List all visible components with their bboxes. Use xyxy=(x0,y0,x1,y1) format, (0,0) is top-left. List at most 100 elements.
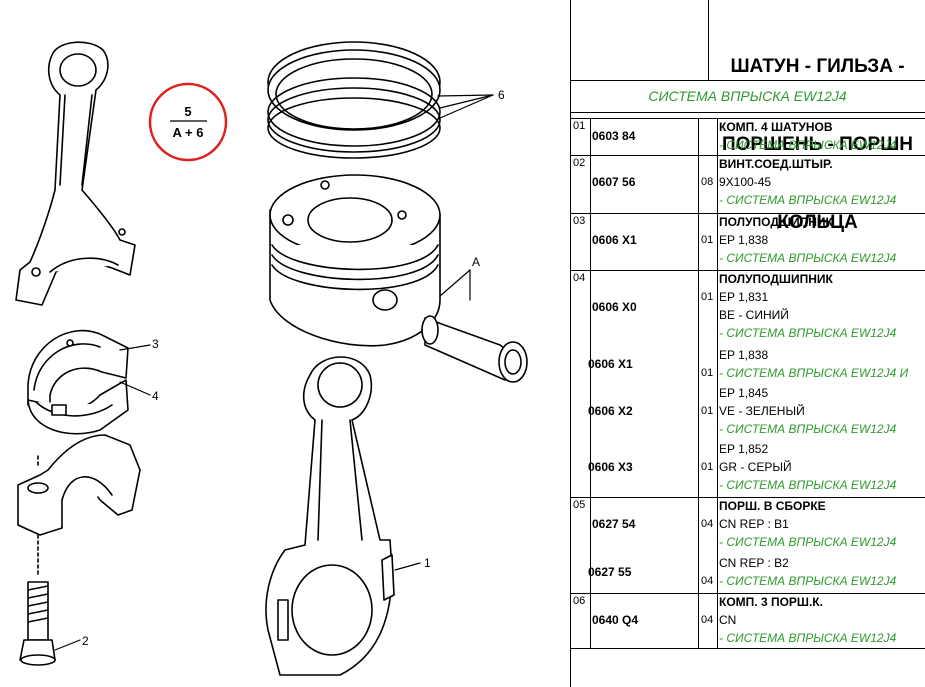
callout-6: 6 xyxy=(498,88,505,102)
leader-lines xyxy=(54,94,494,651)
title-line-3: КОЛЬЦА xyxy=(777,212,858,233)
row-index: 06 xyxy=(573,595,586,607)
callout-3: 3 xyxy=(152,337,159,351)
system-applicability: - СИСТЕМА ВПРЫСКА EW12J4 xyxy=(719,138,897,152)
part-spec: GR - СЕРЫЙ xyxy=(719,460,792,474)
part-spec: BE - СИНИЙ xyxy=(719,308,789,322)
quantity: 01 xyxy=(701,404,714,417)
piston-pin-drawing xyxy=(421,315,528,383)
row-separator-1 xyxy=(570,155,925,156)
connecting-rod-small-drawing xyxy=(15,41,136,306)
part-name: ПОЛУПОДШИПНИК xyxy=(719,272,833,286)
piston-rings-drawing xyxy=(267,41,441,159)
system-header: СИСТЕМА ВПРЫСКА EW12J4 xyxy=(648,88,847,104)
part-number[interactable]: 0606 X1 xyxy=(592,233,637,248)
title-line-2: ПОРШЕНЬ - ПОРШН xyxy=(721,134,914,155)
part-spec: EP 1,852 xyxy=(719,442,769,456)
piston-drawing xyxy=(269,174,441,347)
connecting-rod-large-drawing xyxy=(265,356,395,676)
system-applicability: - СИСТЕМА ВПРЫСКА EW12J4 xyxy=(719,326,897,340)
table-top-line xyxy=(570,118,925,119)
ratio-top: 5 xyxy=(184,104,191,119)
system-applicability: - СИСТЕМА ВПРЫСКА EW12J4 xyxy=(719,574,897,588)
part-name: ПОЛУПОДШИПНИК xyxy=(719,215,833,229)
bearing-shells-drawing xyxy=(27,329,129,435)
callout-2: 2 xyxy=(82,634,89,648)
system-applicability: - СИСТЕМА ВПРЫСКА EW12J4 xyxy=(719,422,897,436)
part-spec: CN REP : B2 xyxy=(719,556,789,570)
title-divider xyxy=(708,0,709,80)
part-spec: CN xyxy=(719,613,737,627)
part-number[interactable]: 0603 84 xyxy=(592,128,636,143)
part-description: EP 1,845 VE - ЗЕЛЕНЫЙ - СИСТЕМА ВПРЫСКА EW… xyxy=(719,384,896,438)
col-divider-3 xyxy=(717,118,718,648)
part-name: КОМП. 3 ПОРШ.К. xyxy=(719,595,823,609)
col-divider-1 xyxy=(590,118,591,648)
row-separator-5 xyxy=(570,593,925,594)
rod-cap-drawing xyxy=(17,434,141,576)
callout-1: 1 xyxy=(424,556,431,570)
part-description: ПОЛУПОДШИПНИК EP 1,831 BE - СИНИЙ - СИСТЕМА… xyxy=(719,270,896,342)
part-spec: EP 1,838 xyxy=(719,348,769,362)
system-applicability: - СИСТЕМА ВПРЫСКА EW12J4 xyxy=(719,631,897,645)
part-description: ПОРШ. В СБОРКЕ CN REP : B1 - СИСТЕМА ВПРЫС… xyxy=(719,497,896,551)
quantity: 01 xyxy=(701,460,714,473)
system-applicability: - СИСТЕМА ВПРЫСКА EW12J4 xyxy=(719,193,897,207)
part-description: ПОЛУПОДШИПНИК EP 1,838 - СИСТЕМА ВПРЫСКА E… xyxy=(719,213,896,267)
table-left-border xyxy=(570,0,571,687)
red-highlight-circle xyxy=(148,82,228,162)
part-description: ВИНТ.СОЕД.ШТЫР. 9X100-45 - СИСТЕМА ВПРЫСКА… xyxy=(719,155,896,209)
part-description: КОМП. 4 ШАТУНОВ- СИСТЕМА ВПРЫСКА EW12J4 xyxy=(719,118,896,154)
part-number[interactable]: 0606 X0 xyxy=(592,299,637,314)
system-applicability: - СИСТЕМА ВПРЫСКА EW12J4 И xyxy=(719,366,909,380)
header-separator xyxy=(570,80,925,81)
system-separator xyxy=(570,112,925,113)
quantity: 01 xyxy=(701,290,714,303)
part-spec: EP 1,831 xyxy=(719,290,769,304)
row-index: 02 xyxy=(573,157,586,169)
quantity: 04 xyxy=(701,517,714,530)
part-description: КОМП. 3 ПОРШ.К. CN - СИСТЕМА ВПРЫСКА EW12J… xyxy=(719,593,896,647)
part-name: ВИНТ.СОЕД.ШТЫР. xyxy=(719,157,833,171)
part-number[interactable]: 0607 56 xyxy=(592,175,636,190)
part-spec: EP 1,845 xyxy=(719,386,769,400)
part-description: EP 1,838 - СИСТЕМА ВПРЫСКА EW12J4 И xyxy=(719,346,908,382)
part-spec: VE - ЗЕЛЕНЫЙ xyxy=(719,404,805,418)
part-number[interactable]: 0640 Q4 xyxy=(592,613,639,628)
row-index: 03 xyxy=(573,215,586,227)
part-number[interactable]: 0606 X2 xyxy=(588,404,633,419)
row-index: 05 xyxy=(573,499,586,511)
exploded-parts-diagram: 5 A + 6 1 2 3 4 6 A xyxy=(15,41,528,676)
part-name: ПОРШ. В СБОРКЕ xyxy=(719,499,826,513)
row-separator-4 xyxy=(570,497,925,498)
part-spec: EP 1,838 xyxy=(719,233,769,247)
callout-4: 4 xyxy=(152,389,159,403)
part-description: CN REP : B2 - СИСТЕМА ВПРЫСКА EW12J4 xyxy=(719,554,896,590)
quantity: 04 xyxy=(701,613,714,626)
callout-A: A xyxy=(472,255,480,269)
system-applicability: - СИСТЕМА ВПРЫСКА EW12J4 xyxy=(719,478,897,492)
part-number[interactable]: 0606 X3 xyxy=(588,460,633,475)
row-separator-2 xyxy=(570,213,925,214)
system-applicability: - СИСТЕМА ВПРЫСКА EW12J4 xyxy=(719,535,897,549)
parts-table: ШАТУН - ГИЛЬЗА - ПОРШЕНЬ - ПОРШН КОЛЬЦА … xyxy=(570,0,925,687)
part-spec: 9X100-45 xyxy=(719,175,772,189)
row-index: 04 xyxy=(573,272,586,284)
quantity: 01 xyxy=(701,366,714,379)
bolt-drawing xyxy=(19,581,56,666)
part-number[interactable]: 0606 X1 xyxy=(588,356,633,371)
quantity: 01 xyxy=(701,233,714,246)
ratio-label-group: 5 A + 6 xyxy=(148,82,228,162)
system-applicability: - СИСТЕМА ВПРЫСКА EW12J4 xyxy=(719,251,897,265)
title-line-1: ШАТУН - ГИЛЬЗА - xyxy=(730,56,905,77)
part-description: EP 1,852 GR - СЕРЫЙ - СИСТЕМА ВПРЫСКА EW12… xyxy=(719,440,896,494)
page-title: ШАТУН - ГИЛЬЗА - ПОРШЕНЬ - ПОРШН КОЛЬЦА xyxy=(710,0,925,288)
part-number[interactable]: 0627 54 xyxy=(592,517,636,532)
ratio-bottom: A + 6 xyxy=(173,125,204,140)
row-separator-3 xyxy=(570,270,925,271)
row-index: 01 xyxy=(573,120,586,132)
part-number[interactable]: 0627 55 xyxy=(588,564,632,579)
part-spec: CN REP : B1 xyxy=(719,517,789,531)
col-divider-2 xyxy=(698,118,699,648)
quantity: 08 xyxy=(701,175,714,188)
